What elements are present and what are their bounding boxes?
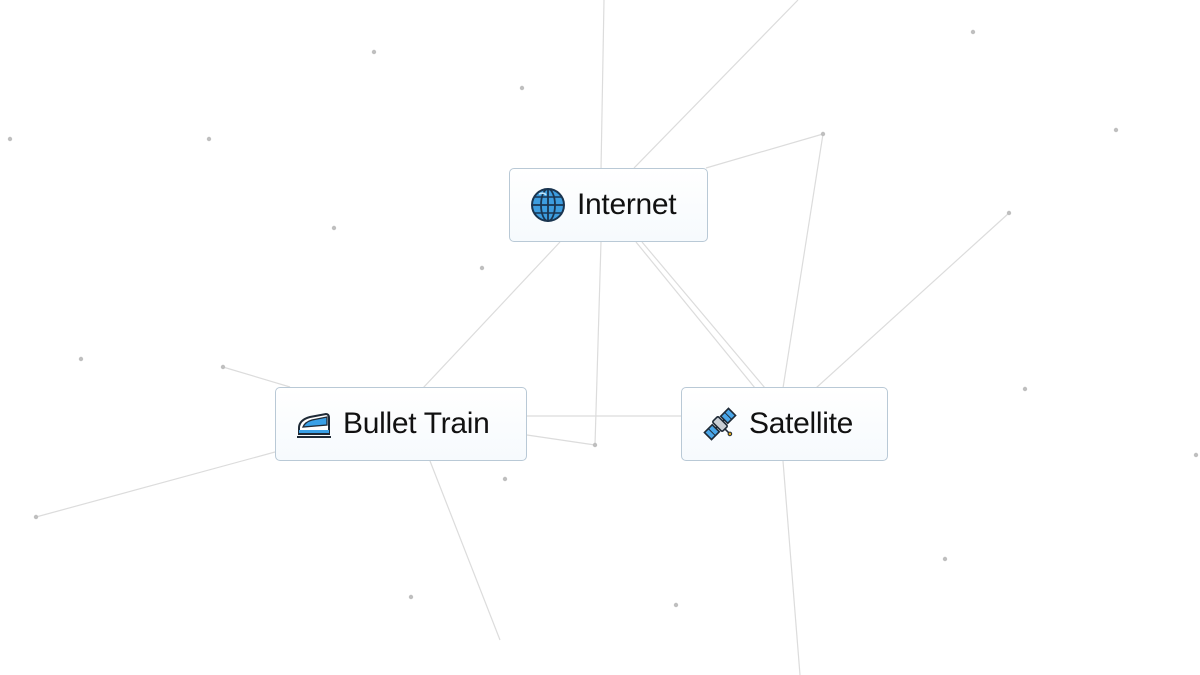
- canvas-dot: [820, 131, 826, 137]
- globe-icon: [530, 187, 566, 223]
- canvas-dot: [408, 594, 414, 600]
- canvas-dot: [1193, 452, 1199, 458]
- canvas-dot: [78, 356, 84, 362]
- element-label: Satellite: [749, 407, 854, 440]
- connection-line: [782, 133, 824, 389]
- connection-line: [641, 241, 766, 389]
- canvas-dot: [206, 136, 212, 142]
- canvas-dot: [1006, 210, 1012, 216]
- satellite-icon: [702, 406, 738, 442]
- connection-line: [705, 133, 824, 169]
- connection-line: [600, 0, 605, 171]
- connection-line: [35, 451, 276, 518]
- element-satellite[interactable]: Satellite: [681, 387, 888, 461]
- canvas-dot: [331, 225, 337, 231]
- canvas-dot: [1022, 386, 1028, 392]
- connection-line: [526, 434, 596, 446]
- element-bullet-train[interactable]: Bullet Train: [275, 387, 527, 461]
- bullet-train-icon: [296, 406, 332, 442]
- canvas-dot: [1113, 127, 1119, 133]
- canvas-dot: [942, 556, 948, 562]
- canvas-dot: [519, 85, 525, 91]
- canvas-dot: [220, 364, 226, 370]
- canvas-dot: [673, 602, 679, 608]
- canvas-dot: [970, 29, 976, 35]
- connection-line: [222, 366, 291, 388]
- element-internet[interactable]: Internet: [509, 168, 708, 242]
- canvas-dot: [7, 136, 13, 142]
- canvas-dot: [502, 476, 508, 482]
- element-label: Internet: [577, 188, 677, 221]
- element-label: Bullet Train: [343, 407, 490, 440]
- connection-line: [422, 241, 561, 389]
- connection-line: [782, 460, 801, 675]
- connection-line: [815, 212, 1010, 389]
- canvas-dot: [33, 514, 39, 520]
- canvas-dot: [371, 49, 377, 55]
- canvas-dot: [479, 265, 485, 271]
- connection-line: [594, 241, 602, 446]
- canvas-dot: [592, 442, 598, 448]
- connection-line: [429, 460, 501, 641]
- connection-line: [635, 241, 756, 389]
- connection-line: [633, 0, 799, 169]
